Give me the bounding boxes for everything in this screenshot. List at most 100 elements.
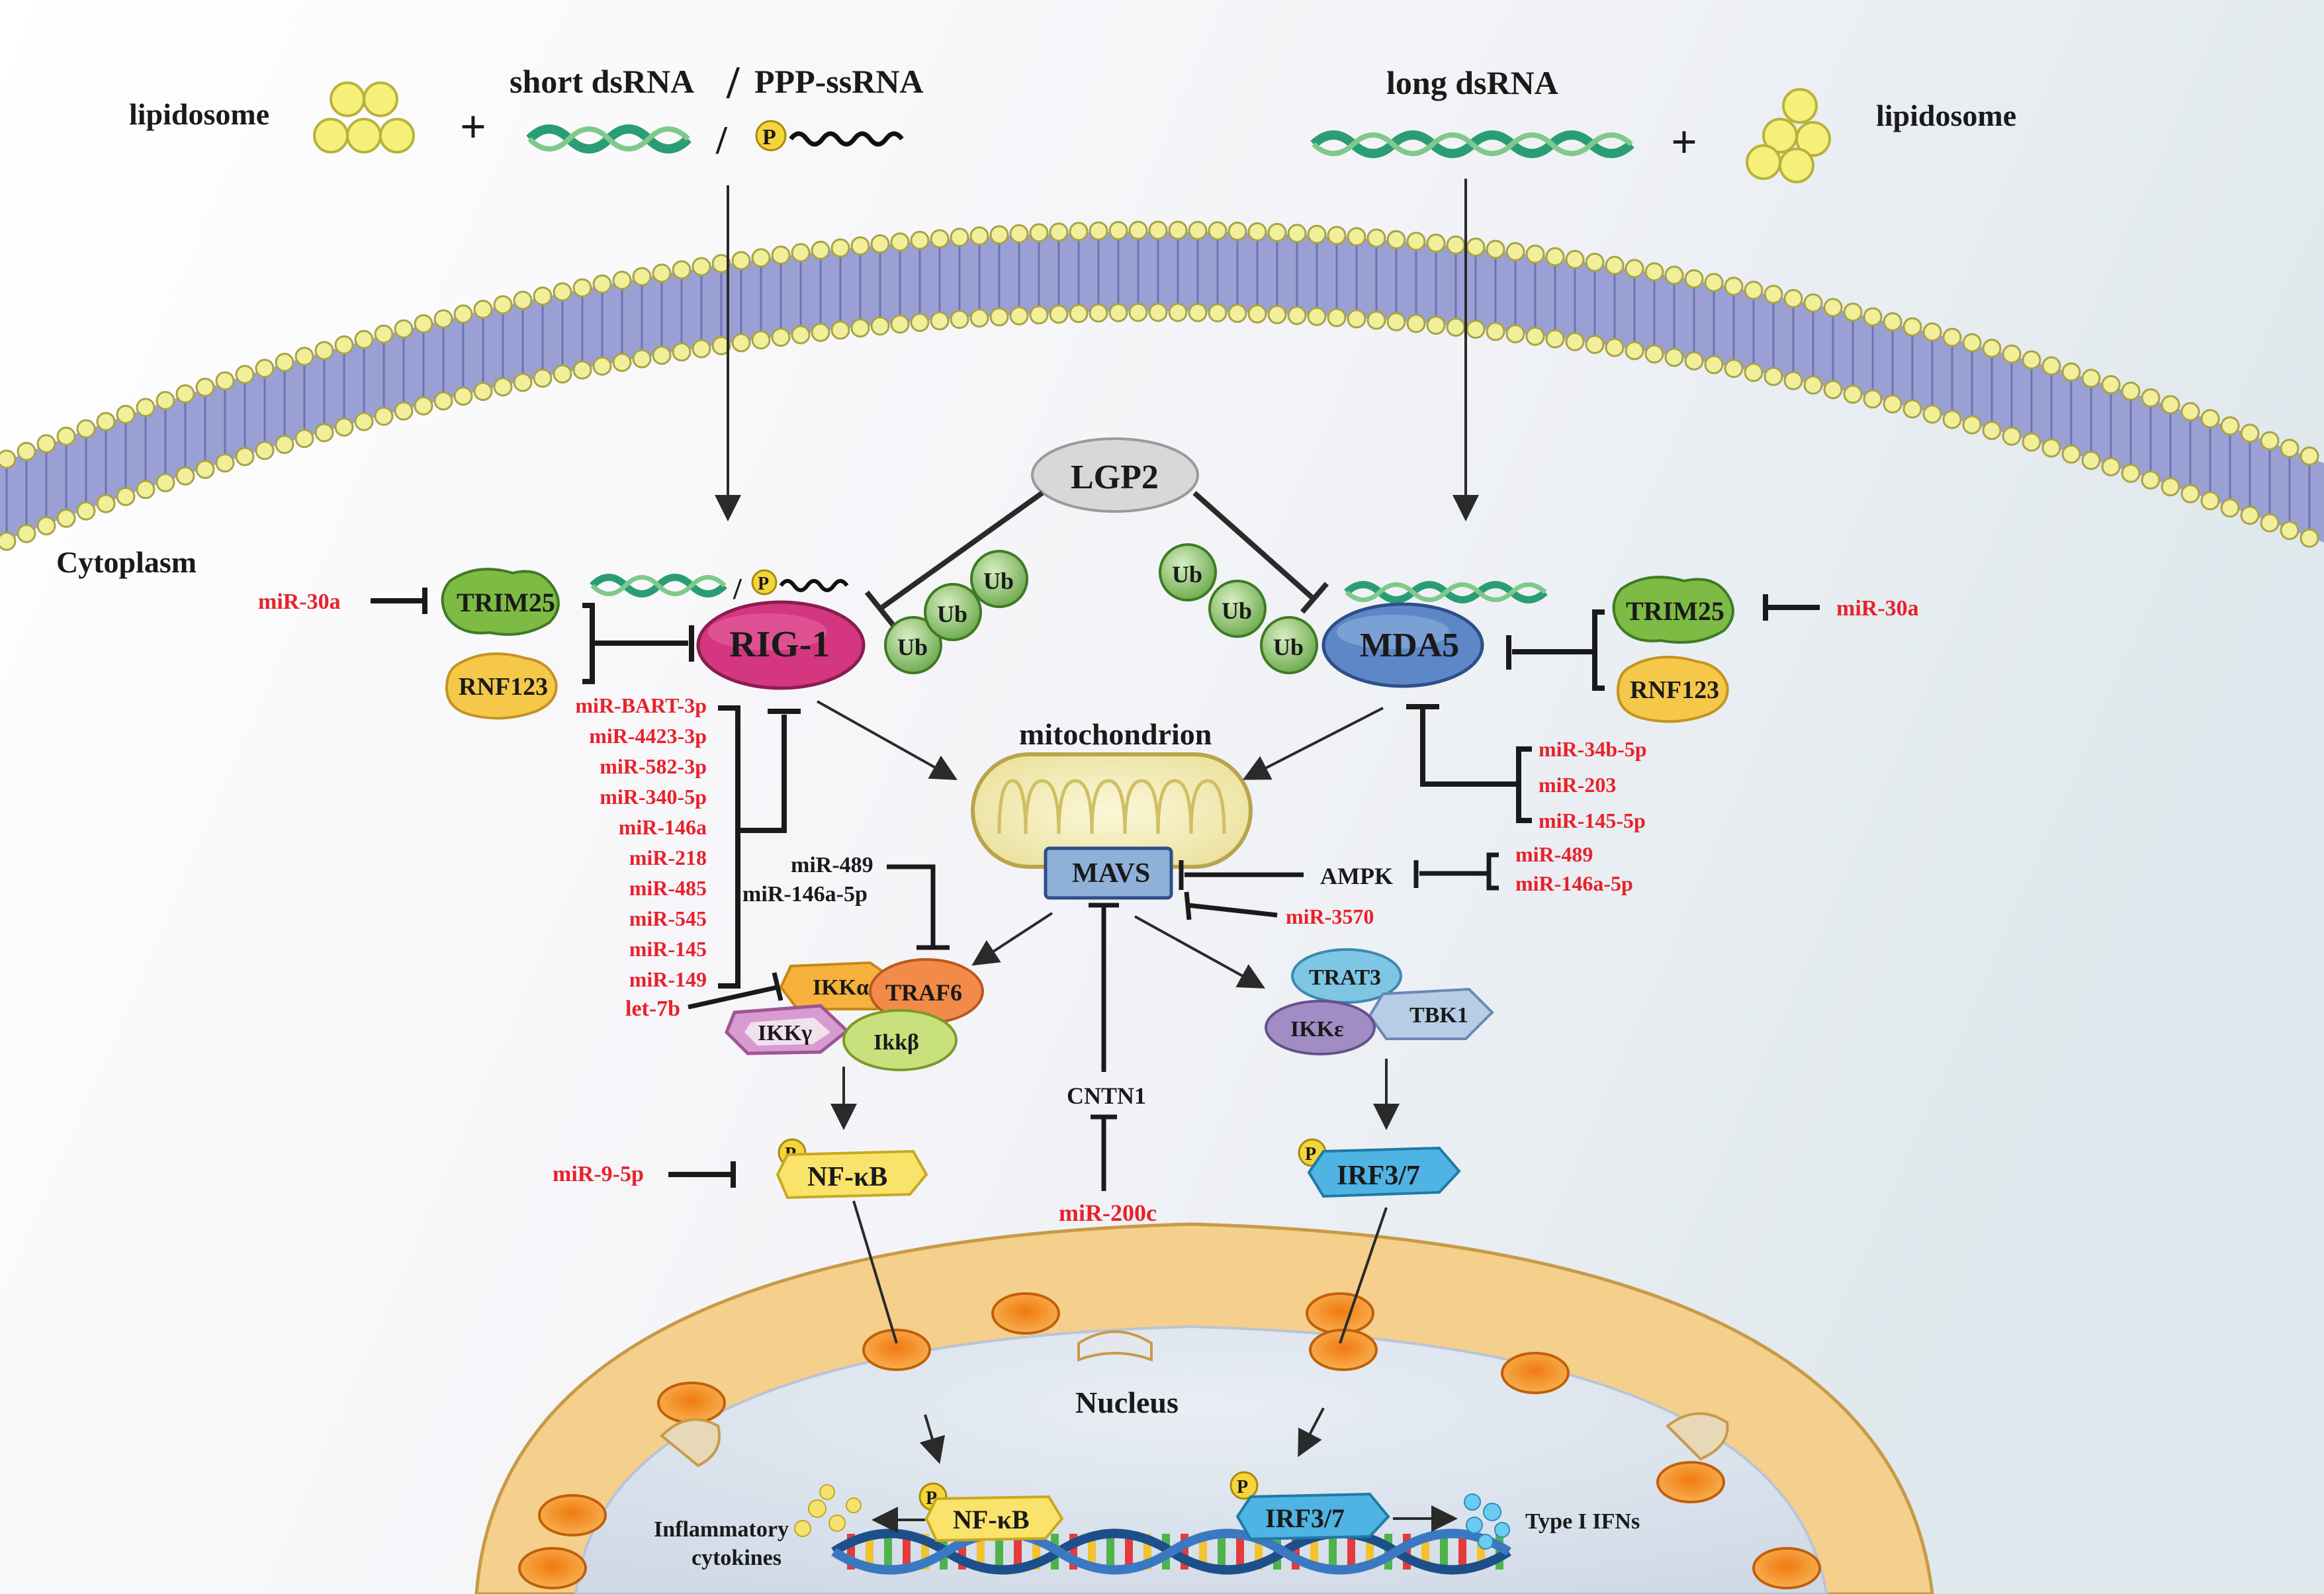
lipid-head	[1922, 322, 1942, 342]
traf6-label: TRAF6	[885, 979, 962, 1006]
lipid-head	[76, 501, 96, 521]
lipid-head	[255, 441, 275, 461]
cntn1-label: CNTN1	[1067, 1083, 1146, 1109]
nuclear-pore	[1656, 1461, 1725, 1503]
lipid-head	[1902, 399, 1922, 419]
lipid-head	[751, 330, 771, 350]
lipid-head	[1208, 221, 1228, 241]
lipid-head	[215, 453, 235, 473]
lipid-head	[195, 459, 215, 479]
lipid-head	[2300, 528, 2319, 548]
ub-icon	[1208, 580, 1267, 638]
arrow-mda5-mito	[1242, 707, 1384, 780]
irf37-node	[1307, 1146, 1461, 1198]
lipid-head	[235, 447, 255, 466]
lipid-head	[1386, 230, 1406, 249]
nuclear-pore	[1752, 1547, 1821, 1589]
lipid-head	[255, 359, 275, 378]
lipid-head	[1863, 307, 1883, 327]
lipid-head	[1029, 305, 1049, 325]
lipid-head	[1108, 302, 1128, 322]
lipid-head	[0, 449, 17, 469]
ppp-ssrna-icon: P	[755, 120, 904, 152]
lipid-head	[96, 412, 116, 431]
lipid-head	[969, 308, 989, 328]
trim25-right-label: TRIM25	[1626, 596, 1724, 626]
lipid-head	[156, 472, 175, 492]
lipid-head	[989, 307, 1009, 327]
type1ifns-label: Type I IFNs	[1525, 1509, 1640, 1534]
lipid-head	[1664, 265, 1684, 285]
lipid-head	[1764, 285, 1783, 304]
lipid-head	[612, 353, 632, 373]
lipid-head	[2061, 444, 2081, 464]
lipid-head	[1644, 344, 1664, 364]
lipid-head	[1247, 222, 1267, 242]
lipid-head	[1108, 220, 1128, 240]
mirna-label: miR-218	[629, 846, 707, 869]
nfkb-to-pore	[852, 1200, 898, 1344]
rig1-rna-slash: /	[733, 572, 742, 605]
short-dsrna-icon	[526, 124, 692, 154]
lipid-head	[2041, 356, 2061, 376]
lipid-head	[1347, 309, 1366, 329]
irf37-nuc-label: IRF3/7	[1265, 1503, 1345, 1533]
lipid-head	[930, 311, 950, 331]
lipid-head	[2141, 388, 2161, 408]
lipid-head	[1267, 222, 1287, 242]
lipid-head	[493, 377, 513, 397]
base-pair	[866, 1534, 873, 1570]
lipid-head	[2101, 457, 2121, 476]
lipid-head	[1962, 415, 1982, 435]
lipid-head	[195, 377, 215, 397]
ub-label: Ub	[937, 601, 967, 627]
arrow-mavs-tbk1	[1134, 915, 1266, 989]
lipid-head	[811, 240, 830, 260]
mda5-ubiquitin-chain: Ub Ub Ub	[1159, 543, 1318, 674]
lipid-head	[374, 406, 394, 426]
ppp-ssrna-label: PPP-ssRNA	[754, 63, 924, 100]
lipid-head	[969, 226, 989, 246]
lipid-head	[1307, 224, 1327, 244]
lipid-head	[850, 236, 870, 256]
base-pair	[995, 1534, 1003, 1570]
lipid-head	[116, 486, 136, 506]
rnf123-right-label: RNF123	[1630, 676, 1719, 704]
lipid-head	[930, 229, 950, 249]
lipid-head	[2200, 409, 2220, 429]
lipid-head	[1287, 306, 1307, 326]
nuclear-pore	[538, 1494, 607, 1536]
lipid-head	[791, 325, 811, 345]
long-dsrna-label: long dsRNA	[1386, 64, 1558, 101]
nfkb-label: NF-κB	[807, 1162, 887, 1192]
lipid-head	[1942, 410, 1962, 429]
lipid-head	[1585, 253, 1605, 273]
rig1-mirna-list: miR-BART-3pmiR-4423-3pmiR-582-3pmiR-340-…	[575, 693, 707, 991]
mirna-label: miR-489	[1515, 842, 1593, 866]
long-dsrna-group: long dsRNA + lipidosome	[1310, 64, 2016, 183]
lipid-head	[1704, 355, 1724, 375]
base-pair	[1347, 1534, 1355, 1570]
lipid-head	[2161, 395, 2180, 415]
lipid-head	[1605, 255, 1625, 275]
lipid-head	[453, 304, 473, 324]
lipid-head	[1267, 304, 1287, 324]
lipid-head	[1764, 367, 1783, 386]
lipid-head	[1228, 221, 1247, 241]
lipid-head	[17, 523, 36, 543]
lipid-head	[692, 257, 711, 277]
lipid-head	[771, 328, 791, 347]
irf-nuc-phosphate-icon	[1229, 1471, 1259, 1500]
lipid-head	[870, 234, 890, 254]
lipid-head	[1684, 269, 1704, 288]
irf-phosphate-p: P	[1305, 1144, 1316, 1165]
ub-label: Ub	[1172, 561, 1202, 588]
lipid-head	[1049, 222, 1069, 242]
lipid-head	[1029, 223, 1049, 243]
lipid-head	[2101, 375, 2121, 394]
lipid-head	[1823, 380, 1843, 400]
lipid-head	[1327, 308, 1347, 328]
ub-icon	[884, 616, 942, 674]
lipid-head	[394, 319, 414, 339]
lipid-head	[1347, 227, 1366, 247]
